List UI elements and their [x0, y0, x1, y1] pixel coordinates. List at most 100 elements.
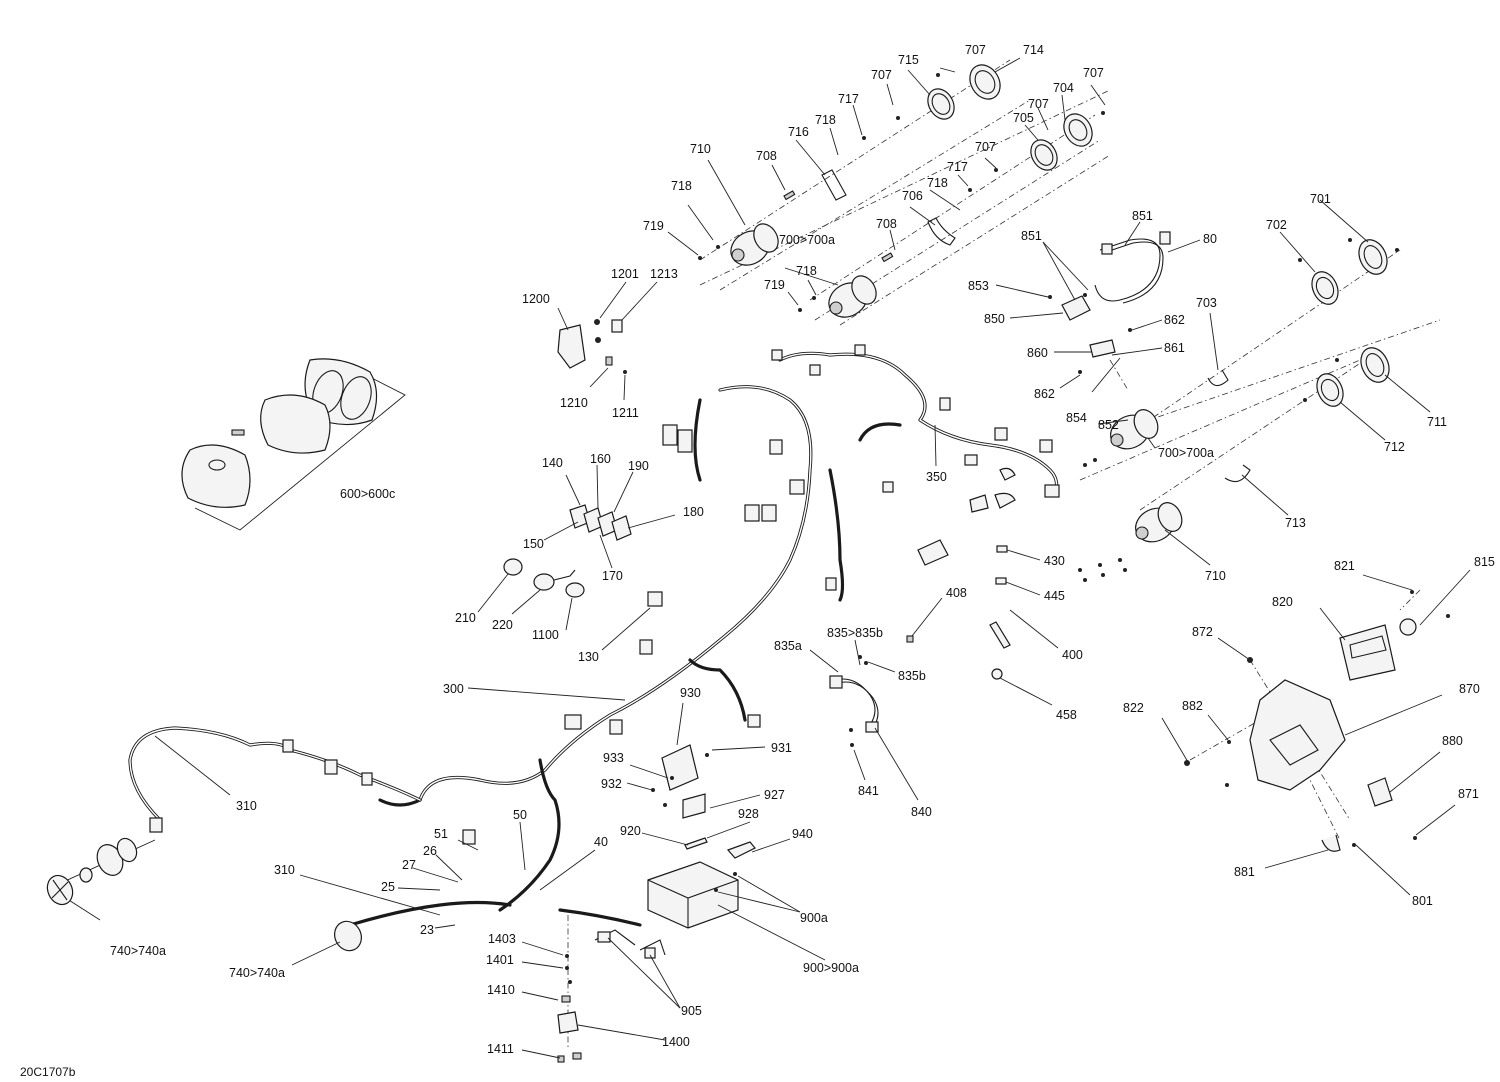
- headlight-housing-700-upper: [828, 275, 877, 318]
- callout-190: 190: [628, 459, 649, 473]
- relay-block: [569, 504, 632, 541]
- callout-27: 27: [402, 858, 416, 872]
- callout-853: 853: [968, 279, 989, 293]
- callout-920: 920: [620, 824, 641, 838]
- headlight-ring-705: [1030, 139, 1058, 171]
- headlamp-740-right: [334, 920, 362, 952]
- callout-1100: 1100: [532, 628, 559, 642]
- switch-210: [503, 558, 523, 576]
- headlight-ring-711: [1360, 347, 1390, 383]
- callout-862: 862: [1034, 387, 1055, 401]
- headlight-housing-710-upper: [730, 223, 779, 266]
- callout-854: 854: [1066, 411, 1087, 425]
- callout-718: 718: [815, 113, 836, 127]
- callout-835-835b: 835>835b: [827, 626, 883, 640]
- callout-26: 26: [423, 844, 437, 858]
- module-850: [1048, 293, 1132, 391]
- headlight-ring-702: [1311, 271, 1339, 305]
- callout-1410: 1410: [487, 983, 515, 997]
- callout-718: 718: [796, 264, 817, 278]
- callout-1400: 1400: [662, 1035, 690, 1049]
- callout-1213: 1213: [650, 267, 678, 281]
- callout-740-740a: 740>740a: [110, 944, 166, 958]
- instrument-cluster-600: [181, 358, 406, 531]
- headlight-assembly-right: [1078, 238, 1441, 582]
- callout-740-740a: 740>740a: [229, 966, 285, 980]
- callout-880: 880: [1442, 734, 1463, 748]
- callout-820: 820: [1272, 595, 1293, 609]
- bracket-713: [1224, 464, 1251, 483]
- callout-445: 445: [1044, 589, 1065, 603]
- callout-708: 708: [756, 149, 777, 163]
- callout-707: 707: [1028, 97, 1049, 111]
- callout-821: 821: [1334, 559, 1355, 573]
- callout-850: 850: [984, 312, 1005, 326]
- headlight-housing-710-right: [1135, 502, 1183, 543]
- bracket-1200: [557, 319, 627, 374]
- callout-905: 905: [681, 1004, 702, 1018]
- callout-851: 851: [1021, 229, 1042, 243]
- callout-822: 822: [1123, 701, 1144, 715]
- callout-835a: 835a: [774, 639, 802, 653]
- callout-701: 701: [1310, 192, 1331, 206]
- callout-150: 150: [523, 537, 544, 551]
- callout-707: 707: [965, 43, 986, 57]
- callout-927: 927: [764, 788, 785, 802]
- callout-1211: 1211: [612, 406, 639, 420]
- headlight-housing-700-right: [1110, 409, 1159, 450]
- callout-23: 23: [420, 923, 434, 937]
- callout-882: 882: [1182, 699, 1203, 713]
- callout-713: 713: [1285, 516, 1306, 530]
- callout-900-900a: 900>900a: [803, 961, 859, 975]
- callout-928: 928: [738, 807, 759, 821]
- callout-170: 170: [602, 569, 623, 583]
- headlight-ring-701: [1358, 239, 1388, 275]
- front-harness-310: [128, 726, 512, 927]
- callout-80: 80: [1203, 232, 1217, 246]
- callout-840: 840: [911, 805, 932, 819]
- callout-700-700a: 700>700a: [779, 233, 835, 247]
- callout-700-700a: 700>700a: [1158, 446, 1214, 460]
- callout-1210: 1210: [560, 396, 588, 410]
- callout-1201: 1201: [611, 267, 639, 281]
- callout-719: 719: [764, 278, 785, 292]
- callout-710: 710: [690, 142, 711, 156]
- callout-140: 140: [542, 456, 563, 470]
- callout-310: 310: [236, 799, 257, 813]
- diagram-reference-code: 20C1707b: [20, 1065, 76, 1079]
- callout-408: 408: [946, 586, 967, 600]
- callout-705: 705: [1013, 111, 1034, 125]
- callout-1401: 1401: [486, 953, 514, 967]
- fuse-holder-1400: [557, 915, 582, 1063]
- switch-220: [533, 569, 576, 591]
- callout-852: 852: [1098, 418, 1119, 432]
- callout-714: 714: [1023, 43, 1044, 57]
- bracket-703: [1207, 369, 1229, 387]
- callout-715: 715: [898, 53, 919, 67]
- callout-458: 458: [1056, 708, 1077, 722]
- callout-600-600c: 600>600c: [340, 487, 395, 501]
- leader-lines: [154, 57, 1471, 1059]
- callout-717: 717: [838, 92, 859, 106]
- callout-851: 851: [1132, 209, 1153, 223]
- headlight-ring-712: [1316, 373, 1344, 407]
- callout-870: 870: [1459, 682, 1480, 696]
- callout-900a: 900a: [800, 911, 828, 925]
- callout-801: 801: [1412, 894, 1433, 908]
- callout-160: 160: [590, 452, 611, 466]
- callout-710: 710: [1205, 569, 1226, 583]
- callout-300: 300: [443, 682, 464, 696]
- callout-702: 702: [1266, 218, 1287, 232]
- callout-717: 717: [947, 160, 968, 174]
- callout-180: 180: [683, 505, 704, 519]
- callout-931: 931: [771, 741, 792, 755]
- callout-50: 50: [513, 808, 527, 822]
- callout-940: 940: [792, 827, 813, 841]
- callout-25: 25: [381, 880, 395, 894]
- callout-40: 40: [594, 835, 608, 849]
- battery-cables-905: [594, 929, 666, 959]
- callout-707: 707: [1083, 66, 1104, 80]
- callout-707: 707: [975, 140, 996, 154]
- callout-862: 862: [1164, 313, 1185, 327]
- callout-712: 712: [1384, 440, 1405, 454]
